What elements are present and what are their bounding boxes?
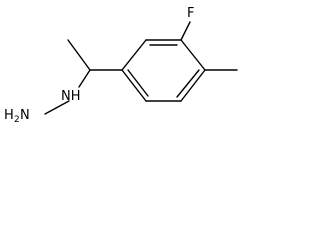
ring-bond-c6-c1 bbox=[121, 69, 147, 102]
bond-chiral-carbon-to-methyl bbox=[67, 39, 91, 71]
nh2-h-symbol: H bbox=[4, 108, 14, 123]
nh2-subscript: 2 bbox=[14, 115, 20, 123]
ring-bond-c3-c4 bbox=[180, 39, 206, 71]
bond-chiral-carbon-to-nh bbox=[78, 69, 91, 88]
nh2-n-symbol: N bbox=[20, 108, 30, 123]
ring-double-bond-c4-c5 bbox=[176, 69, 200, 98]
hydrazine-nh-label: NH bbox=[61, 89, 81, 104]
ring-bond-c1-c2 bbox=[121, 39, 147, 71]
chemical-structure: F NH H 2 N bbox=[4, 6, 238, 123]
bond-ring-to-fluorine bbox=[180, 21, 191, 41]
ring-bond-c4-c5 bbox=[180, 69, 206, 102]
fluorine-label: F bbox=[187, 6, 194, 21]
bond-nh-to-nh2 bbox=[44, 100, 70, 115]
ring-double-bond-c6-c1 bbox=[127, 69, 149, 97]
benzene-ring bbox=[121, 39, 206, 102]
hydrazine-nh2-label: H 2 N bbox=[4, 108, 30, 123]
